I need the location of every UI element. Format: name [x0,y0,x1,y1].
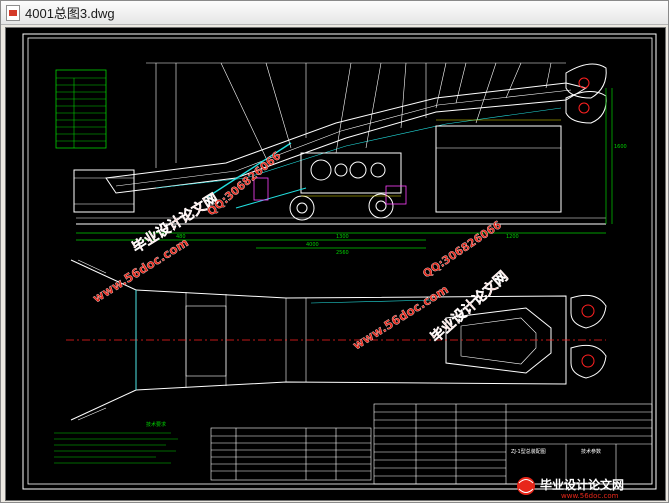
parts-table [210,427,372,481]
drawing-border [22,33,657,490]
dim-label-3: 4000 [306,242,319,248]
notes-heading: 技术要求 [146,421,166,428]
watermark-brand-2: 毕业设计论文网 [427,268,511,346]
dim-label-4: 2560 [336,250,349,256]
dimension-text: 480 1300 4000 2560 1600 1200 [176,144,627,256]
side-elevation-view [73,62,607,225]
title-block: ZJ-1型总装配图 技术参数 [373,403,653,485]
dim-label-1: 480 [176,234,186,240]
drawing-canvas[interactable]: 480 1300 4000 2560 1600 1200 [5,27,666,501]
title-bar[interactable]: 4001总图3.dwg [1,1,668,25]
dwg-file-icon [6,4,20,21]
title-block-caption: ZJ-1型总装配图 [511,448,546,455]
dimension-lines [76,88,613,249]
cad-drawing: 480 1300 4000 2560 1600 1200 [22,33,657,500]
watermark-qq-1: QQ:306826066 [205,149,284,218]
footer-site-text: www.56doc.com [561,492,619,500]
footer-logo-text: 毕业设计论文网 [540,477,624,492]
plan-view [66,259,607,421]
watermark-qq-2: QQ:306826066 [420,218,504,280]
dim-label-5: 1600 [614,144,627,150]
technical-notes: 技术要求 [54,421,178,464]
footer-logo: 毕业设计论文网 www.56doc.com [517,477,624,500]
parts-table-heading: 技术参数 [581,448,601,455]
window-title: 4001总图3.dwg [25,6,115,21]
drawing-inner-border [27,37,653,485]
spec-table [55,69,107,149]
dim-label-2: 1300 [336,234,349,240]
dim-label-6: 1200 [506,234,519,240]
